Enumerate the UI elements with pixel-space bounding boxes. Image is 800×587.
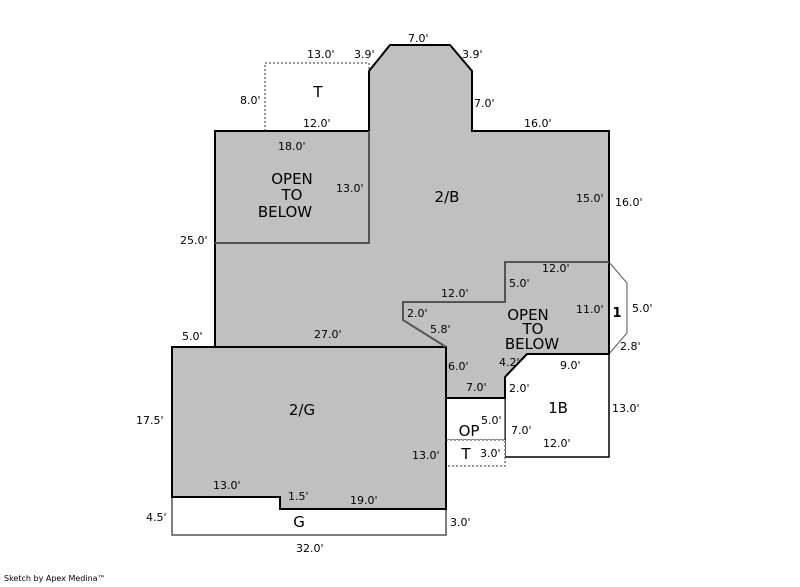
dimension-label: 5.0' <box>182 330 203 343</box>
dimension-label: 5.0' <box>481 414 502 427</box>
dimension-label: 2.0' <box>509 382 530 395</box>
area-label-garage: G <box>293 513 305 531</box>
dimension-label: 6.0' <box>448 360 469 373</box>
dimension-label: 9.0' <box>560 359 581 372</box>
area-label-open-porch: OP <box>459 422 480 440</box>
dimension-label: 2.0' <box>407 307 428 320</box>
area-label-second-garage: 2/G <box>289 401 315 419</box>
dimension-label: 25.0' <box>180 234 208 247</box>
area-label-bay: 1 <box>612 306 621 321</box>
dimension-label: 16.0' <box>615 196 643 209</box>
area-label-open-right: TO <box>522 320 544 338</box>
dimension-label: 4.2' <box>499 356 520 369</box>
dimension-label: 5.0' <box>632 302 653 315</box>
dimension-label: 16.0' <box>524 117 552 130</box>
terrace-top-outline <box>264 62 370 132</box>
dimension-label: 18.0' <box>278 140 306 153</box>
dimension-label: 32.0' <box>296 542 324 555</box>
dimension-label: 13.0' <box>307 48 335 61</box>
dimension-label: 27.0' <box>314 328 342 341</box>
dimension-label: 13.0' <box>612 402 640 415</box>
dimension-label: 4.5' <box>146 511 167 524</box>
dimension-label: 19.0' <box>350 494 378 507</box>
area-label-open-right: BELOW <box>505 335 559 353</box>
dimension-label: 12.0' <box>303 117 331 130</box>
open-left-outline <box>215 131 370 244</box>
dimension-label: 7.0' <box>466 381 487 394</box>
area-label-open-left: BELOW <box>258 203 312 221</box>
area-label-open-left: TO <box>281 186 303 204</box>
dimension-label: 7.0' <box>511 424 532 437</box>
area-label-first-bed: 1B <box>548 399 568 417</box>
dimension-label: 5.8' <box>430 323 451 336</box>
dimension-label: 3.9' <box>354 48 375 61</box>
dimension-label: 11.0' <box>576 303 604 316</box>
dimension-label: 12.0' <box>543 437 571 450</box>
dimension-label: 15.0' <box>576 192 604 205</box>
area-label-open-left: OPEN <box>271 170 313 188</box>
dimension-label: 17.5' <box>136 414 164 427</box>
dimension-label: 13.0' <box>412 449 440 462</box>
dimension-label: 3.0' <box>450 516 471 529</box>
area-label-second-bed: 2/B <box>435 188 460 206</box>
open-right-outline <box>402 261 609 348</box>
area-label-terrace-top: T <box>312 83 323 101</box>
area-label-terrace-low: T <box>460 445 471 463</box>
open-porch-outline <box>445 397 506 441</box>
dimension-label: 12.0' <box>441 287 469 300</box>
dimension-label: 7.0' <box>474 97 495 110</box>
dimension-label: 8.0' <box>240 94 261 107</box>
sketch-credit: Sketch by Apex Medina™ <box>4 574 106 583</box>
dimension-label: 7.0' <box>408 32 429 45</box>
dimension-label: 5.0' <box>509 277 530 290</box>
dimension-label: 3.0' <box>480 447 501 460</box>
area-label-open-right: OPEN <box>507 306 549 324</box>
dimension-label: 1.5' <box>288 490 309 503</box>
dimension-label: 13.0' <box>336 182 364 195</box>
dimension-label: 12.0' <box>542 262 570 275</box>
dimension-label: 2.8' <box>620 340 641 353</box>
dimension-label: 3.9' <box>462 48 483 61</box>
dimension-label: 13.0' <box>213 479 241 492</box>
